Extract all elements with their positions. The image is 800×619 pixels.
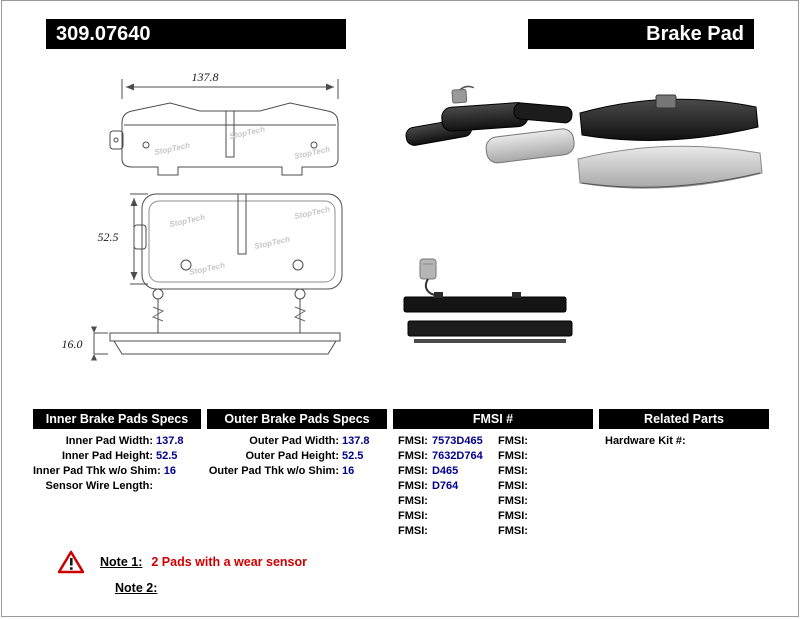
- fmsi-value: D465: [431, 465, 459, 477]
- spec-label: Outer Pad Width:: [249, 435, 339, 447]
- spec-value: [156, 479, 201, 494]
- drawing-lines: [93, 79, 343, 355]
- table-row: FMSI:: [493, 434, 593, 449]
- spec-label: Inner Pad Height:: [61, 450, 153, 462]
- dimension-arrows: [91, 83, 334, 361]
- fmsi-label: FMSI:: [398, 435, 428, 447]
- table-row: FMSI:: [493, 464, 593, 479]
- note2-label: Note 2:: [115, 581, 158, 595]
- fmsi-value: 7573D465: [431, 435, 483, 447]
- table-row: Hardware Kit #:: [599, 434, 769, 449]
- fmsi-subcolumn-1: FMSI: 7573D465 FMSI: 7632D764 FMSI: D465…: [393, 434, 493, 539]
- fmsi-label: FMSI:: [498, 495, 528, 507]
- table-row: FMSI: 7632D764: [393, 449, 493, 464]
- spec-label: Outer Pad Height:: [245, 450, 339, 462]
- dim-width-label: 137.8: [192, 70, 219, 84]
- fmsi-label: FMSI:: [398, 510, 428, 522]
- table-row: FMSI: 7573D465: [393, 434, 493, 449]
- spec-label: Sensor Wire Length:: [45, 480, 153, 492]
- watermark-text: StopTech: [154, 141, 191, 157]
- related-parts-rows: Hardware Kit #:: [599, 434, 769, 449]
- inner-specs-column: Inner Brake Pads Specs Inner Pad Width: …: [33, 409, 201, 539]
- table-row: FMSI:: [493, 509, 593, 524]
- table-row: FMSI:: [393, 509, 493, 524]
- table-row: Sensor Wire Length:: [33, 479, 201, 494]
- fmsi-label: FMSI:: [498, 435, 528, 447]
- notes-section: Note 1: 2 Pads with a wear sensor Note 2…: [58, 550, 307, 595]
- table-row: FMSI:: [393, 524, 493, 539]
- note1-text: 2 Pads with a wear sensor: [151, 555, 307, 569]
- note1-label: Note 1:: [100, 555, 143, 569]
- spec-value: 137.8: [156, 435, 184, 447]
- fmsi-header: FMSI #: [393, 409, 593, 429]
- table-row: FMSI:: [393, 494, 493, 509]
- fmsi-label: FMSI:: [398, 480, 428, 492]
- table-row: FMSI: D465: [393, 464, 493, 479]
- watermark-text: StopTech: [294, 205, 331, 221]
- watermark-text: StopTech: [254, 235, 291, 251]
- spec-tables: Inner Brake Pads Specs Inner Pad Width: …: [33, 409, 769, 539]
- dimension-labels: 137.8 52.5 16.0: [62, 70, 219, 351]
- pad-stack-photo: [403, 258, 573, 343]
- header-bar: 309.07640 Brake Pad: [46, 19, 754, 49]
- fmsi-label: FMSI:: [498, 525, 528, 537]
- warning-icon: [58, 550, 84, 574]
- related-parts-header: Related Parts: [599, 409, 769, 429]
- spec-value: 16: [163, 465, 176, 477]
- dim-thickness-label: 16.0: [62, 337, 83, 351]
- note-1: Note 1: 2 Pads with a wear sensor: [58, 550, 307, 574]
- inner-specs-header: Inner Brake Pads Specs: [33, 409, 201, 429]
- inner-specs-rows: Inner Pad Width: 137.8 Inner Pad Height:…: [33, 434, 201, 494]
- fmsi-column: FMSI # FMSI: 7573D465 FMSI: 7632D764 FMS…: [393, 409, 593, 539]
- table-row: FMSI:: [493, 524, 593, 539]
- table-row: Outer Pad Width: 137.8: [207, 434, 387, 449]
- spec-value: 52.5: [342, 450, 364, 462]
- spec-value: 52.5: [156, 450, 178, 462]
- fmsi-label: FMSI:: [398, 525, 428, 537]
- fmsi-label: FMSI:: [398, 495, 428, 507]
- fmsi-label: FMSI:: [498, 450, 528, 462]
- table-row: FMSI:: [493, 494, 593, 509]
- pad-with-wear-sensor: [441, 85, 529, 132]
- note-2: Note 2:: [99, 581, 307, 595]
- fmsi-label: FMSI:: [398, 465, 428, 477]
- header-spacer: [346, 19, 528, 49]
- spec-label: Outer Pad Thk w/o Shim:: [208, 465, 339, 477]
- technical-drawing: StopTech StopTech StopTech StopTech Stop…: [62, 70, 343, 361]
- fmsi-label: FMSI:: [498, 465, 528, 477]
- table-row: FMSI:: [493, 479, 593, 494]
- table-row: Inner Pad Width: 137.8: [33, 434, 201, 449]
- watermark-text: StopTech: [169, 213, 206, 229]
- dim-height-label: 52.5: [98, 230, 119, 244]
- spec-value: 137.8: [342, 435, 370, 447]
- table-row: FMSI:: [493, 449, 593, 464]
- part-number: 309.07640: [46, 19, 346, 49]
- outer-specs-column: Outer Brake Pads Specs Outer Pad Width: …: [207, 409, 387, 539]
- fmsi-value: 7632D764: [431, 450, 483, 462]
- table-row: Inner Pad Height: 52.5: [33, 449, 201, 464]
- pad-pair-photo: [577, 94, 763, 189]
- outer-specs-rows: Outer Pad Width: 137.8 Outer Pad Height:…: [207, 434, 387, 479]
- fmsi-label: FMSI:: [398, 450, 428, 462]
- related-parts-column: Related Parts Hardware Kit #:: [599, 409, 769, 539]
- spec-label: Inner Pad Width:: [65, 435, 153, 447]
- fmsi-label: FMSI:: [498, 510, 528, 522]
- pad-photo-group: [405, 85, 575, 164]
- spec-label: Inner Pad Thk w/o Shim:: [33, 465, 161, 477]
- fmsi-subcolumn-2: FMSI: FMSI: FMSI: FMSI:: [493, 434, 593, 539]
- table-row: Outer Pad Height: 52.5: [207, 449, 387, 464]
- table-row: Inner Pad Thk w/o Shim: 16: [33, 464, 201, 479]
- fmsi-value: D764: [431, 480, 459, 492]
- fmsi-rows: FMSI: 7573D465 FMSI: 7632D764 FMSI: D465…: [393, 434, 593, 539]
- watermark-text: StopTech: [189, 261, 226, 277]
- product-title: Brake Pad: [528, 19, 754, 49]
- outer-specs-header: Outer Brake Pads Specs: [207, 409, 387, 429]
- product-photos: [403, 85, 763, 343]
- table-row: FMSI: D764: [393, 479, 493, 494]
- fmsi-label: FMSI:: [498, 480, 528, 492]
- table-row: Outer Pad Thk w/o Shim: 16: [207, 464, 387, 479]
- spec-value: 16: [342, 465, 355, 477]
- related-label: Hardware Kit #:: [605, 435, 686, 447]
